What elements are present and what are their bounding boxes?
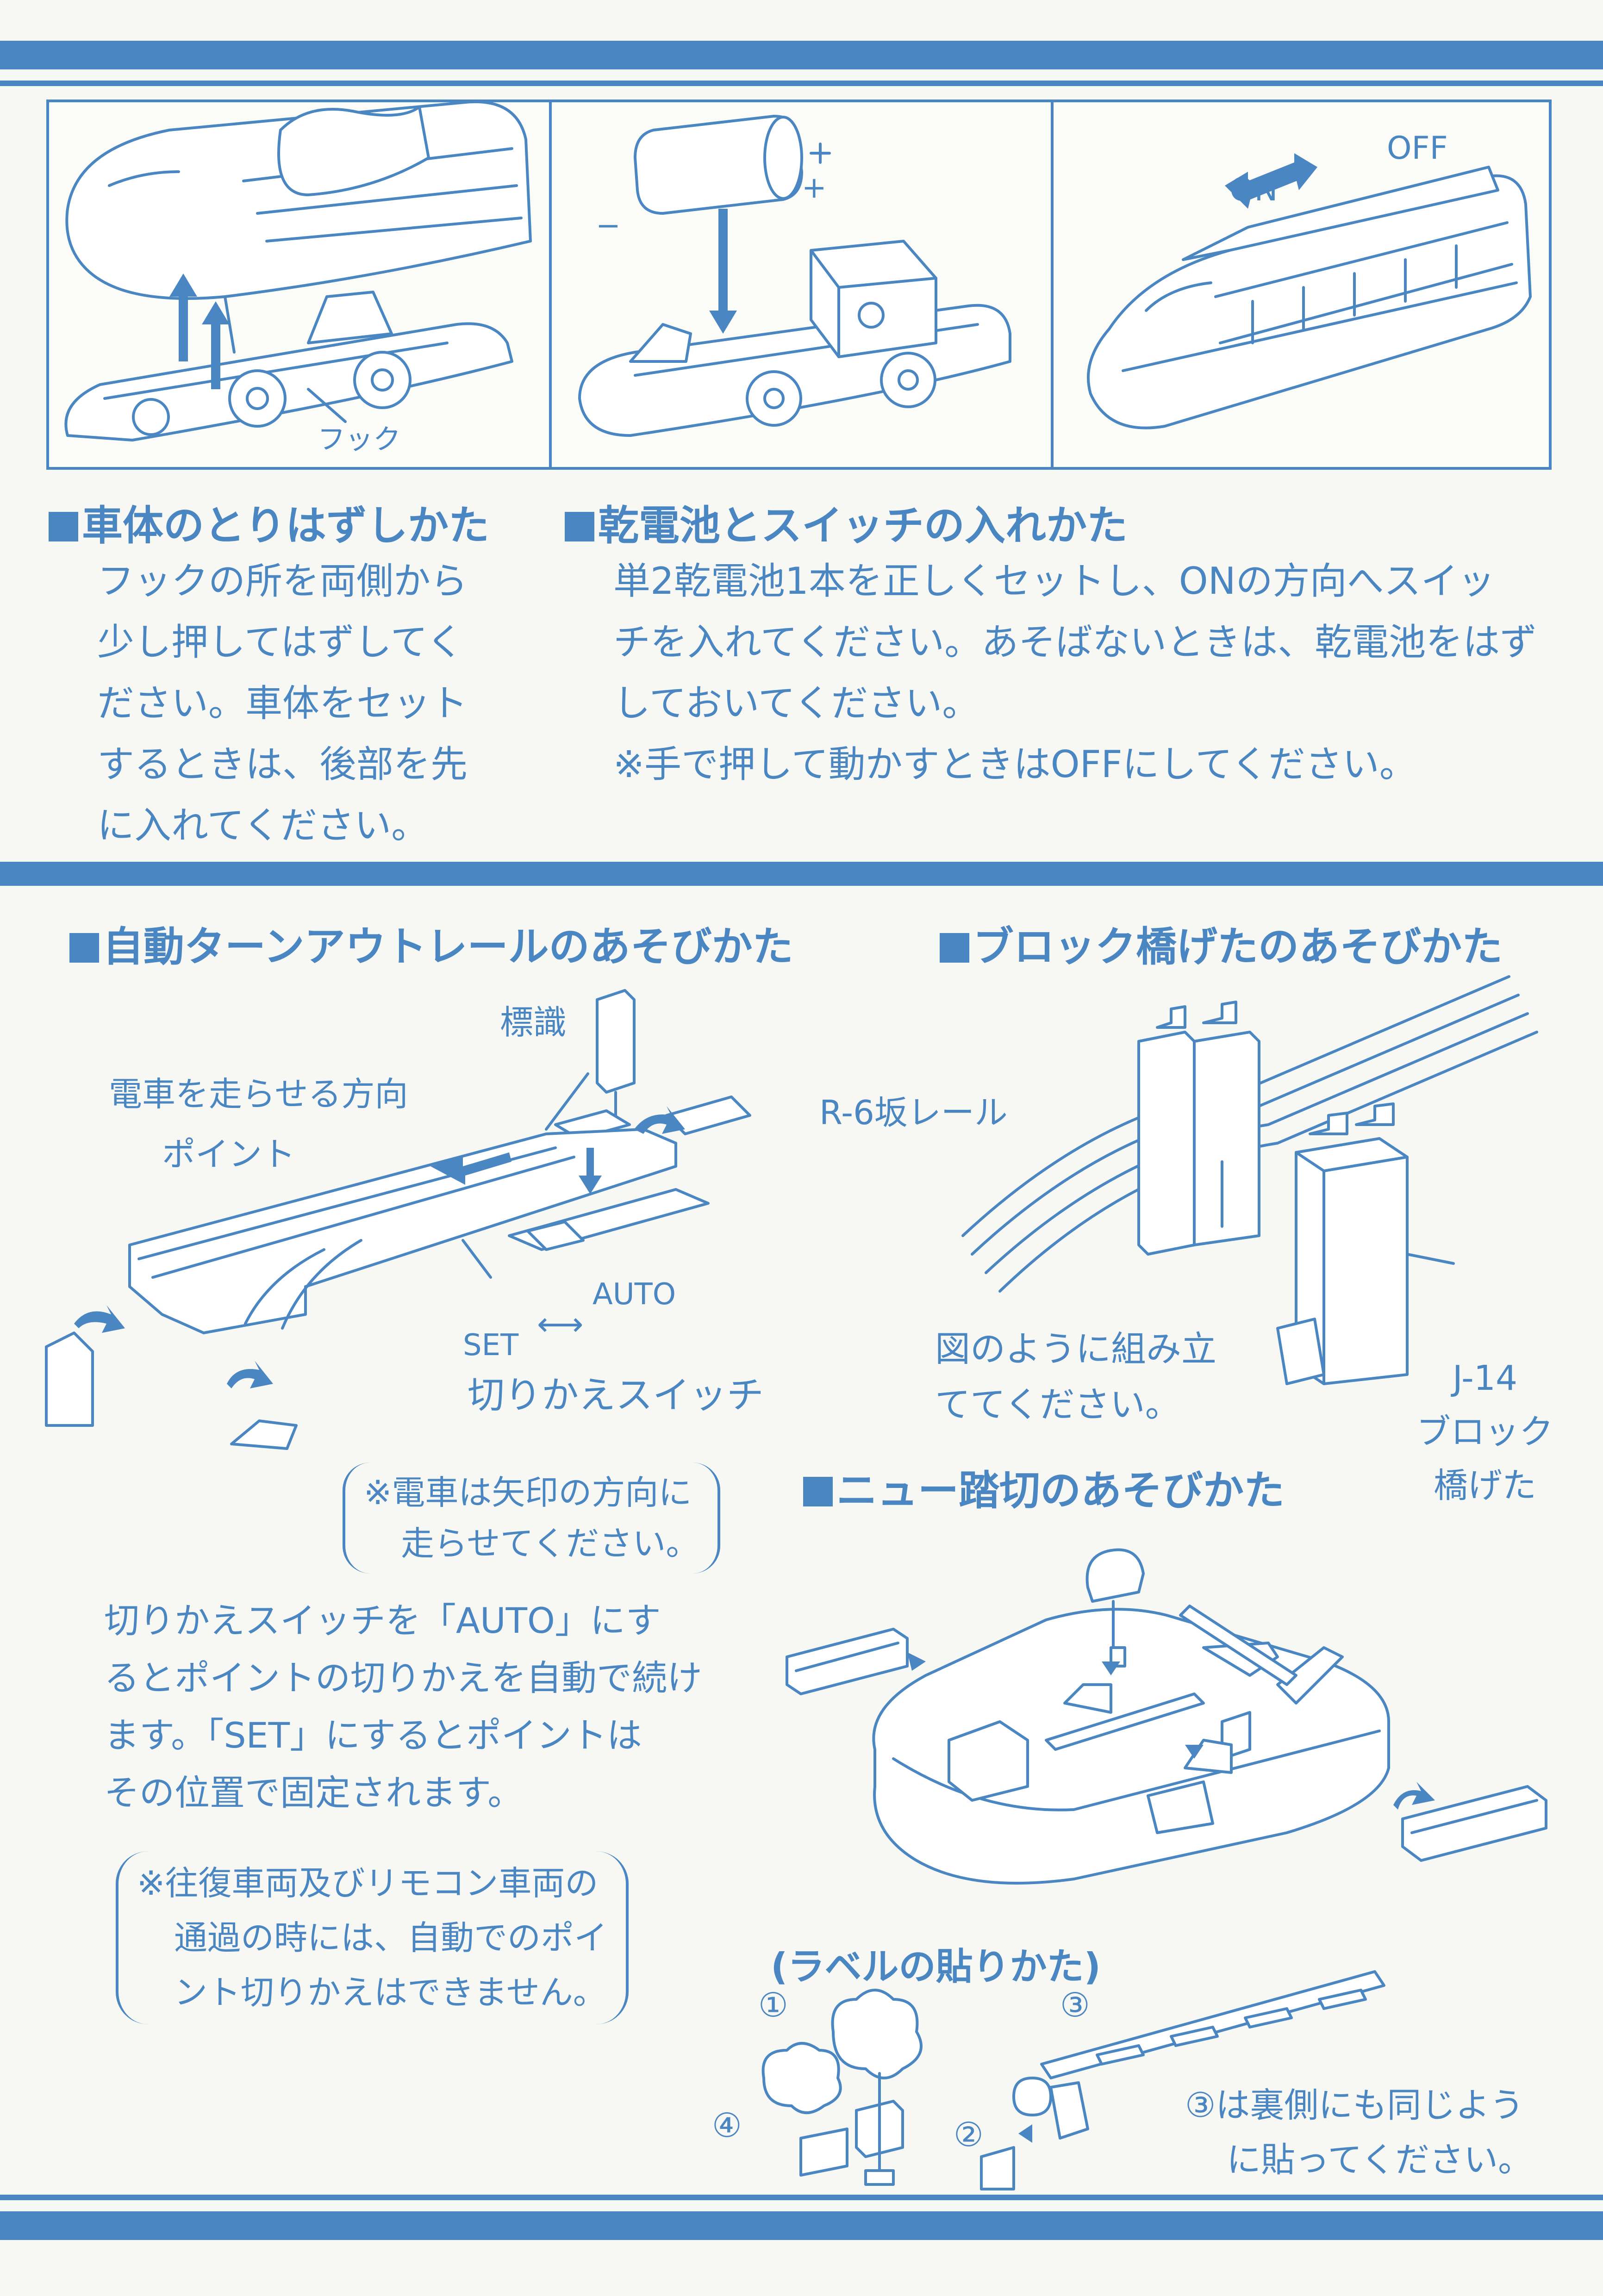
block-bridge-illustration [961,975,1538,1385]
train-body-lift-illustration [64,100,532,442]
hook-label: フック [318,423,401,456]
point-label: ポイント [162,1135,296,1174]
bottom-thin-line [0,2195,1603,2200]
turnout-body-line: その位置で固定されます。 [104,1772,523,1813]
top-band [0,41,1603,69]
heading-body-removal: 車体のとりはずしかた [49,493,489,552]
plus-terminal-label: + [802,171,827,205]
heading-square-icon [940,933,969,963]
body-removal-line: 少し押してはずしてく [97,621,464,664]
heading-turnout-text: 自動ターンアウトレールのあそびかた [103,923,793,971]
label-placement-illustration [761,1970,1385,2190]
label-num1: ① [758,1985,788,2024]
heading-body-removal-text: 車体のとりはずしかた [82,502,490,549]
assemble-text: 図のように組み立 ててください。 [935,1321,1216,1432]
heading-battery-text: 乾電池とスイッチの入れかた [598,502,1128,549]
middle-band [0,862,1603,886]
heading-crossing-text: ニュー踏切のあそびかた [836,1467,1285,1514]
heading-square-icon [69,933,99,963]
turnout-body-line: ます。「SET」にするとポイントは [104,1715,642,1756]
block-label: J-14 ブロック 橋げた [1416,1351,1553,1512]
switch-label: 切りかえスイッチ [468,1374,764,1417]
turnout-body-text: 切りかえスイッチを「AUTO」にす るとポイントの切りかえを自動で続け ます。「… [104,1592,702,1822]
panel-body-removal: フック [46,100,552,470]
assemble-line: ててください。 [935,1384,1180,1425]
heading-square-icon [565,512,594,541]
off-label: OFF [1387,130,1448,167]
rail-label: R-6坂レール [819,1093,1008,1132]
body-removal-line: ださい。車体をセット [97,682,468,725]
heading-square-icon [803,1477,833,1506]
bottom-band [0,2211,1603,2240]
assemble-line: 図のように組み立 [935,1328,1216,1369]
label-num2: ② [954,2115,984,2154]
label-note-line: に貼ってください。 [1227,2140,1533,2180]
turnout-note2: ※往復車両及びリモコン車両の 通過の時には、自動でのポイ ント切りかえはできませ… [116,1851,629,2024]
set-label: SET [463,1328,519,1363]
block-label-line: ブロック [1416,1412,1553,1452]
direction-label: 電車を走らせる方向 [109,1075,408,1114]
battery-line: しておいてください。 [613,682,979,725]
turnout-body-line: 切りかえスイッチを「AUTO」にす [104,1600,661,1641]
sign-label: 標識 [500,1003,567,1042]
battery-line: 単2乾電池1本を正しくセットし、ONの方向へスイッ [613,560,1495,603]
battery-line: チを入れてください。あそばないときは、乾電池をはず [613,621,1537,664]
turnout-note: ※電車は矢印の方向に 走らせてください。 [343,1462,721,1574]
turnout-note2-line: 通過の時には、自動でのポイ [174,1918,608,1957]
turnout-note-line: 走らせてください。 [401,1524,699,1563]
body-removal-line: フックの所を両側から [97,560,468,603]
panel-battery: − + [549,100,1054,470]
heading-battery: 乾電池とスイッチの入れかた [565,493,1128,552]
level-crossing-illustration [786,1548,1547,1885]
train-on-off-illustration [1087,153,1532,429]
battery-insert-illustration [578,115,1011,437]
block-label-line: 橋げた [1434,1466,1536,1506]
label-num3: ③ [1060,1985,1090,2024]
turnout-note2-line: ※往復車両及びリモコン車両の [137,1864,599,1903]
heading-turnout: 自動ターンアウトレールのあそびかた [69,914,793,973]
on-label: ON [1229,172,1278,208]
label-note-line: ③は裏側にも同じよう [1185,2085,1524,2125]
top-thin-line [0,81,1603,86]
set-auto-arrow-icon: ⟷ [537,1305,584,1343]
label-num4: ④ [712,2106,742,2145]
body-removal-line: するときは、後部を先 [97,743,468,786]
turnout-rail-illustration [45,989,751,1450]
auto-label: AUTO [593,1277,676,1312]
heading-bridge: ブロック橋げたのあそびかた [940,914,1503,973]
battery-line: ※手で押して動かすときはOFFにしてください。 [613,743,1416,786]
minus-terminal-label: − [596,209,621,243]
label-heading: (ラベルの貼りかた) [771,1945,1101,1988]
panel-on-off: ON OFF [1051,100,1552,470]
label-note: ③は裏側にも同じよう に貼ってください。 [1185,2078,1532,2187]
heading-square-icon [49,512,78,541]
body-removal-line: に入れてください。 [97,804,429,847]
turnout-note-line: ※電車は矢印の方向に [364,1473,692,1512]
turnout-body-line: るとポイントの切りかえを自動で続け [104,1657,702,1699]
turnout-note2-line: ント切りかえはできません。 [174,1973,606,2012]
heading-crossing: ニュー踏切のあそびかた [803,1458,1285,1517]
battery-text: 単2乾電池1本を正しくセットし、ONの方向へスイッ チを入れてください。あそばな… [613,551,1537,795]
block-label-line: J-14 [1452,1358,1518,1398]
body-removal-text: フックの所を両側から 少し押してはずしてく ださい。車体をセット するときは、後… [97,551,468,856]
heading-bridge-text: ブロック橋げたのあそびかた [973,923,1503,971]
